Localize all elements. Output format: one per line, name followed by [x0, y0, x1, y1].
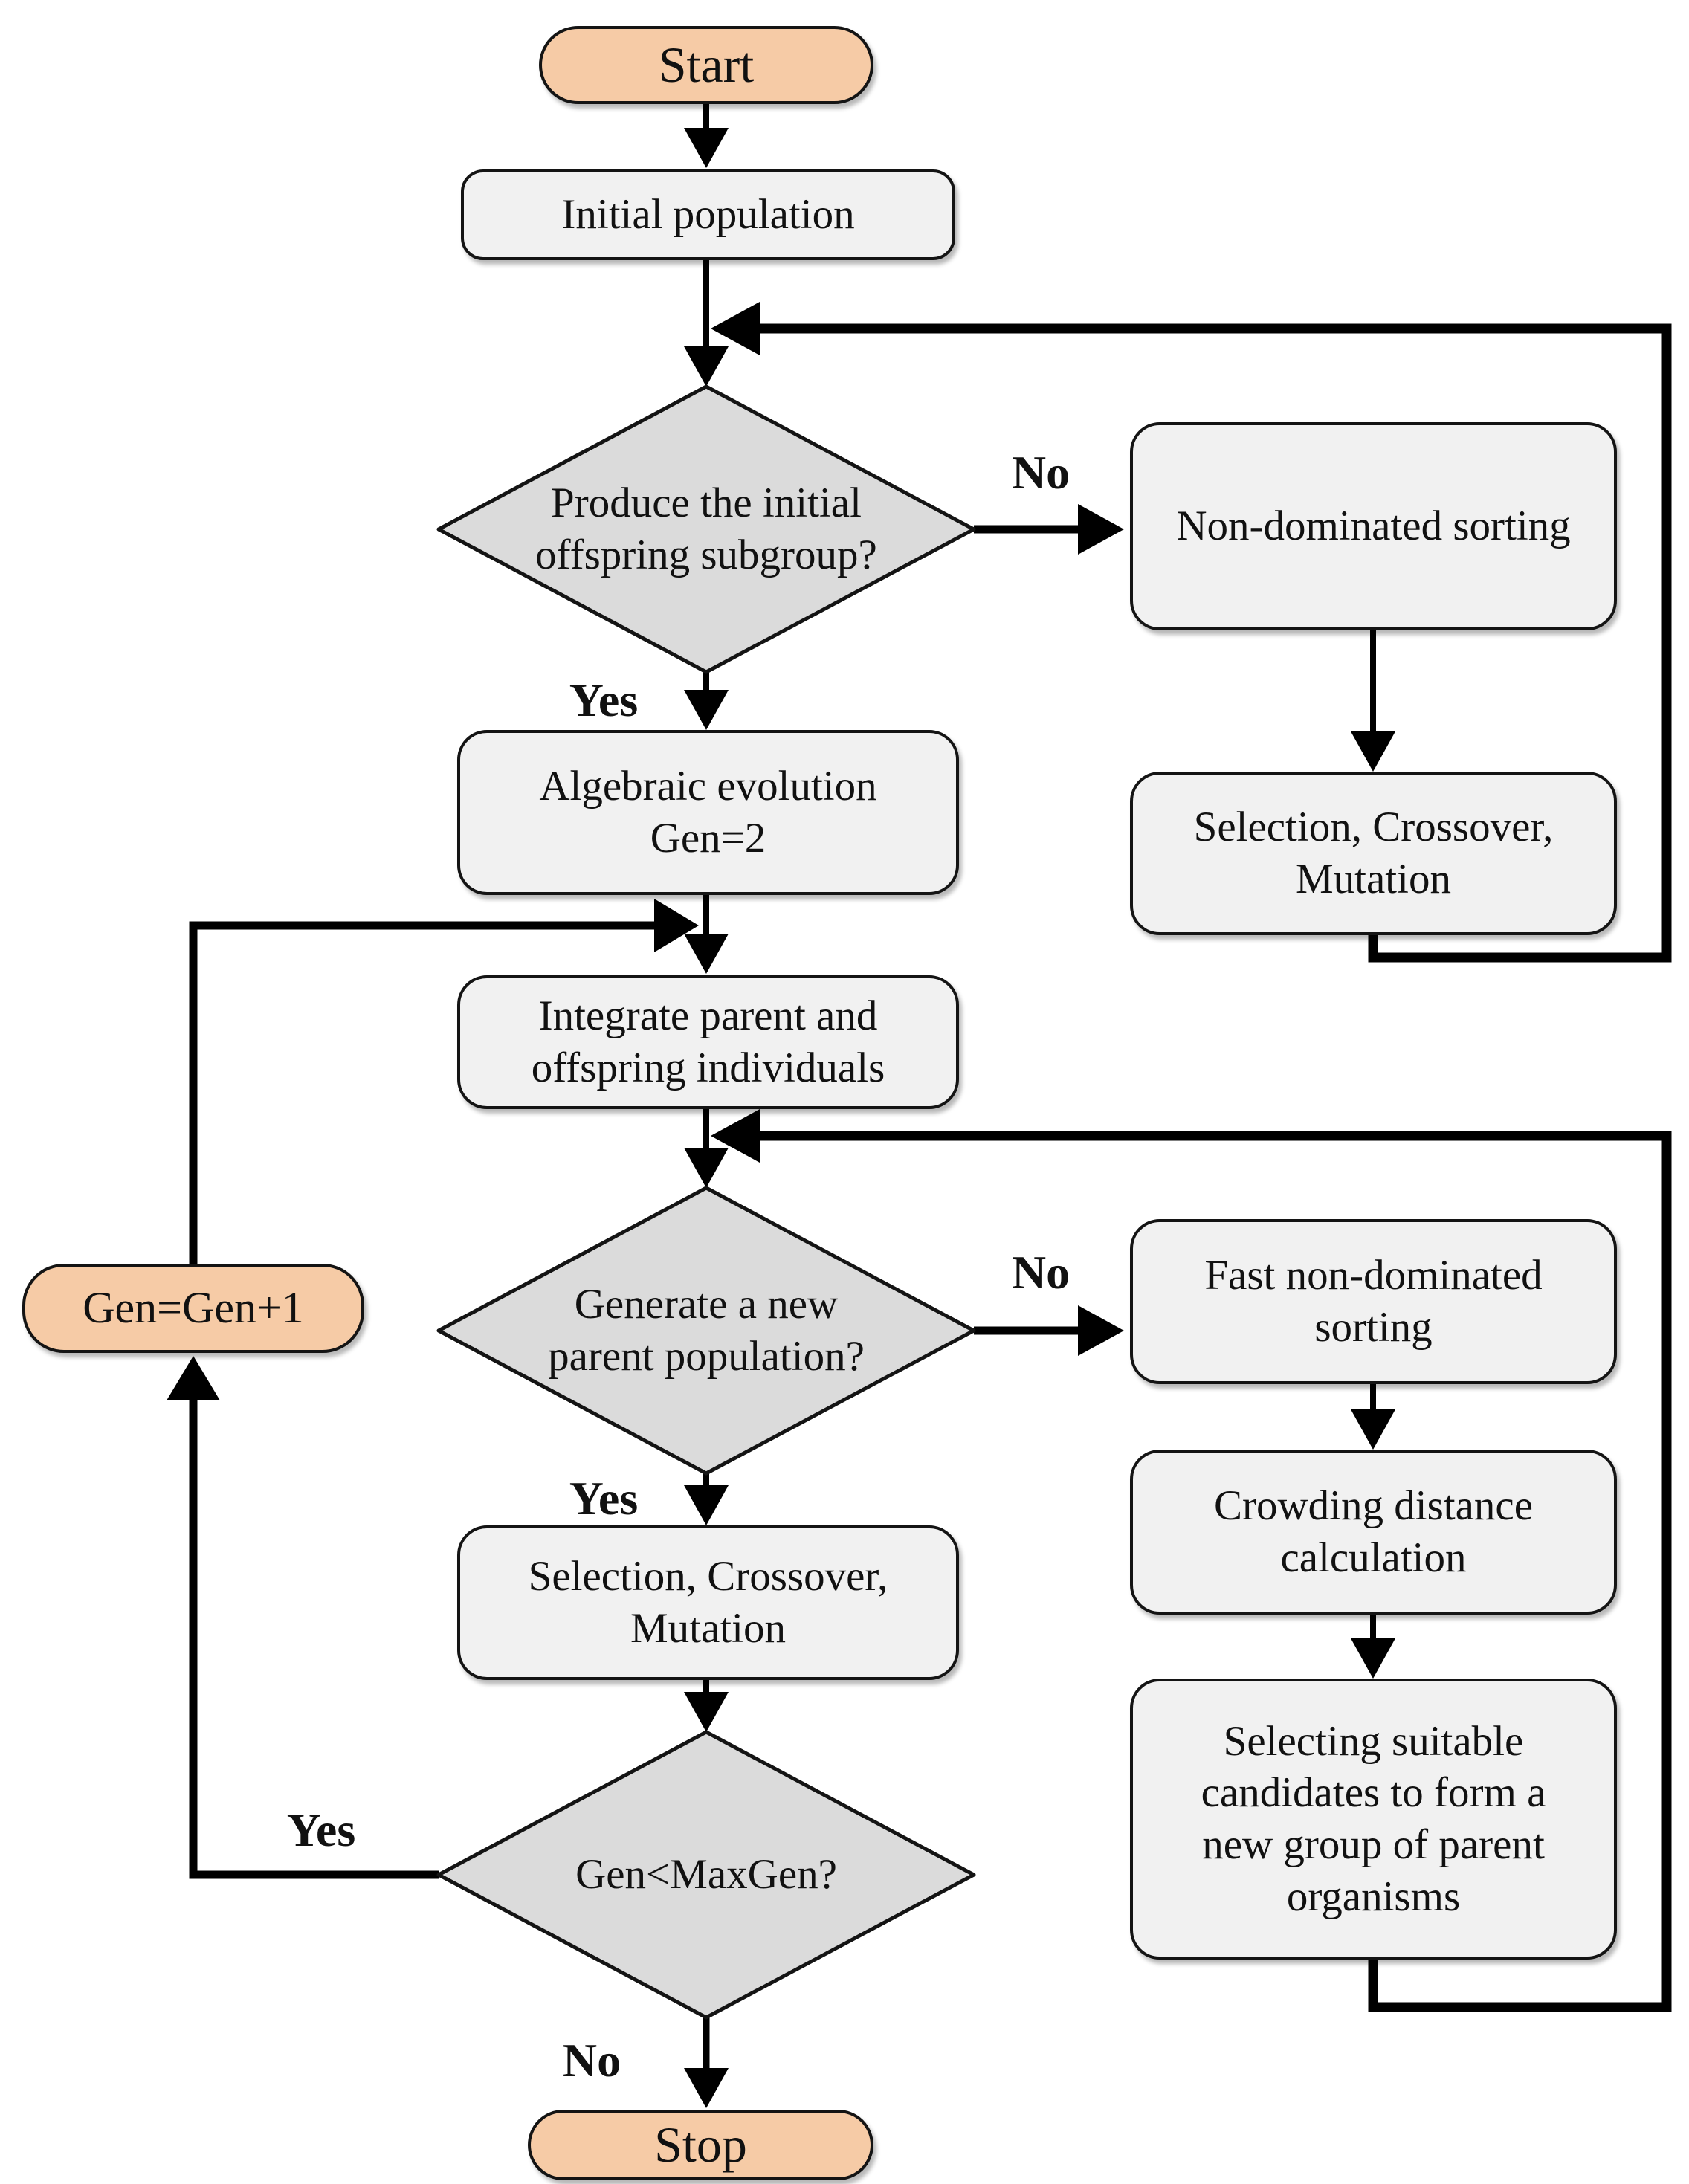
- non-dominated-sorting-label: Non-dominated sorting: [1176, 503, 1571, 550]
- edge-label-generate-no: No: [1011, 1246, 1070, 1299]
- edge-label-generate-yes: Yes: [569, 1472, 639, 1525]
- arrowhead-ndsort-scm: [1351, 731, 1395, 772]
- algebraic-evolution-label: Algebraic evolution Gen=2: [539, 763, 877, 862]
- arrowhead-produce-no: [1078, 504, 1124, 555]
- stop-node: Stop: [528, 2110, 873, 2180]
- arrowhead-gen-increment-up: [167, 1356, 220, 1400]
- edge-label-produce-yes: Yes: [569, 673, 639, 726]
- selection-crossover-mutation-main-label: Selection, Crossover, Mutation: [528, 1553, 888, 1652]
- process-integrate-individuals: Integrate parent and offspring individua…: [457, 975, 959, 1109]
- arrowhead-produce-yes: [684, 690, 729, 730]
- initial-population-label: Initial population: [561, 191, 855, 239]
- fast-non-dominated-sorting-label: Fast non-dominated sorting: [1204, 1252, 1543, 1351]
- arrowhead-decision2: [684, 1148, 729, 1188]
- edge-label-produce-no: No: [1011, 446, 1070, 499]
- process-fast-non-dominated-sorting: Fast non-dominated sorting: [1130, 1219, 1617, 1384]
- arrowhead-decision1: [684, 346, 729, 387]
- decision-generate-parent-shape: [436, 1186, 976, 1476]
- start-label: Start: [658, 36, 755, 94]
- arrowhead-crowding-selecting: [1351, 1638, 1395, 1679]
- integrate-individuals-label: Integrate parent and offspring individua…: [531, 992, 885, 1091]
- process-selection-crossover-mutation-right: Selection, Crossover, Mutation: [1130, 772, 1617, 935]
- selecting-candidates-label: Selecting suitable candidates to form a …: [1201, 1717, 1546, 1920]
- arrowhead-generate-yes: [684, 1485, 729, 1525]
- process-selecting-candidates: Selecting suitable candidates to form a …: [1130, 1679, 1617, 1960]
- arrowhead-fast-crowding: [1351, 1409, 1395, 1450]
- decision-produce-offspring-shape: [436, 384, 976, 674]
- connector-loop1-feedback: [755, 323, 1672, 963]
- arrowhead-algebraic-integrate: [684, 934, 729, 974]
- process-selection-crossover-mutation-main: Selection, Crossover, Mutation: [457, 1525, 959, 1680]
- decision-gen-maxgen-shape: [436, 1730, 976, 2020]
- start-node: Start: [539, 26, 873, 104]
- process-non-dominated-sorting: Non-dominated sorting: [1130, 422, 1617, 630]
- arrowhead-start-initial: [684, 128, 729, 168]
- arrowhead-loop2-left: [711, 1109, 760, 1163]
- process-initial-population: Initial population: [461, 169, 955, 260]
- process-crowding-distance: Crowding distance calculation: [1130, 1450, 1617, 1615]
- crowding-distance-label: Crowding distance calculation: [1213, 1482, 1533, 1581]
- arrowhead-loop1-left: [711, 302, 760, 355]
- arrowhead-generate-no: [1078, 1305, 1124, 1356]
- process-algebraic-evolution: Algebraic evolution Gen=2: [457, 730, 959, 895]
- connector-maxgen-yes: [189, 1396, 439, 1879]
- edge-label-maxgen-no: No: [562, 2034, 621, 2087]
- connector-loop2-feedback: [755, 1131, 1672, 2012]
- gen-increment-label: Gen=Gen+1: [83, 1283, 304, 1333]
- connector-gen-increment-merge: [189, 921, 657, 1264]
- gen-increment-node: Gen=Gen+1: [22, 1264, 364, 1353]
- arrowhead-maxgen-no: [684, 2068, 729, 2108]
- arrowhead-decision3: [684, 1692, 729, 1732]
- stop-label: Stop: [654, 2116, 747, 2174]
- arrowhead-merge-right: [654, 899, 699, 952]
- selection-crossover-mutation-right-label: Selection, Crossover, Mutation: [1193, 804, 1554, 902]
- edge-label-maxgen-yes: Yes: [286, 1803, 356, 1856]
